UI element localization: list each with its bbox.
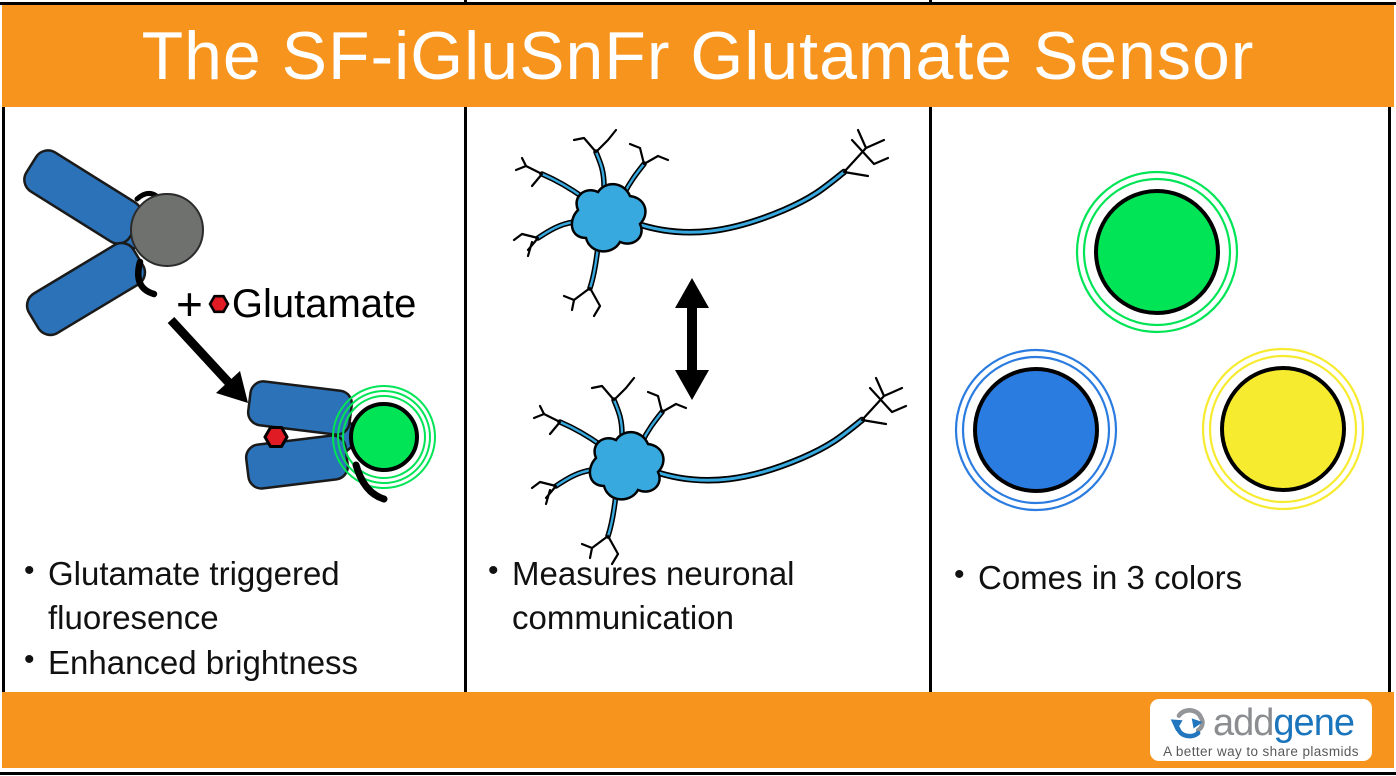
apo-sensor-icon xyxy=(23,149,204,337)
reaction-arrow-icon xyxy=(167,316,248,403)
neuron-icon-top xyxy=(514,130,888,316)
addgene-swirl-icon xyxy=(1170,707,1205,738)
neuron-icon-bottom xyxy=(532,378,906,564)
green-variant-icon xyxy=(1075,170,1239,334)
neuronal-communication-illustration xyxy=(466,107,932,692)
bidirectional-arrow-icon xyxy=(675,278,709,400)
sensor-mechanism-illustration xyxy=(23,149,436,503)
addgene-wordmark: addgene xyxy=(1213,701,1355,744)
bound-sensor-icon xyxy=(244,380,436,503)
yellow-variant-icon xyxy=(1201,347,1365,511)
colors-bullet-list: Comes in 3 colors xyxy=(954,555,1303,602)
panel-divider-right xyxy=(929,0,932,692)
bottom-border-line xyxy=(0,772,1396,775)
blue-variant-icon xyxy=(954,348,1118,512)
left-border-line xyxy=(2,107,5,692)
glutamate-hexagon-icon xyxy=(208,294,230,314)
reaction-label: + Glutamate xyxy=(176,281,416,327)
three-colors-illustration xyxy=(954,170,1365,512)
header-band: The SF-iGluSnFr Glutamate Sensor xyxy=(2,5,1394,107)
top-border-line xyxy=(0,2,1396,5)
addgene-logo: addgene A better way to share plasmids xyxy=(1150,699,1372,761)
green-fluorophore xyxy=(349,402,419,472)
green-fluorophore-glow xyxy=(332,385,436,489)
gray-fluorophore xyxy=(130,193,204,267)
panel-divider-left xyxy=(464,0,467,692)
bullet-item: Comes in 3 colors xyxy=(954,555,1303,600)
page-title: The SF-iGluSnFr Glutamate Sensor xyxy=(141,18,1255,94)
mechanism-bullet-list: Glutamate triggered fluoresence Enhanced… xyxy=(24,551,363,687)
glutamate-label: Glutamate xyxy=(231,282,417,326)
addgene-tagline: A better way to share plasmids xyxy=(1163,743,1359,759)
bullet-item: Glutamate triggered fluoresence xyxy=(24,551,363,639)
neurons-bullet-list: Measures neuronal communication xyxy=(488,551,797,641)
plus-sign: + xyxy=(176,278,203,330)
bullet-item: Measures neuronal communication xyxy=(488,551,797,639)
wordmark-gene: gene xyxy=(1273,701,1355,744)
glutamate-molecule-icon xyxy=(263,426,289,448)
wordmark-add: add xyxy=(1213,701,1274,744)
right-border-line xyxy=(1388,107,1391,692)
bullet-item: Enhanced brightness xyxy=(24,640,363,685)
